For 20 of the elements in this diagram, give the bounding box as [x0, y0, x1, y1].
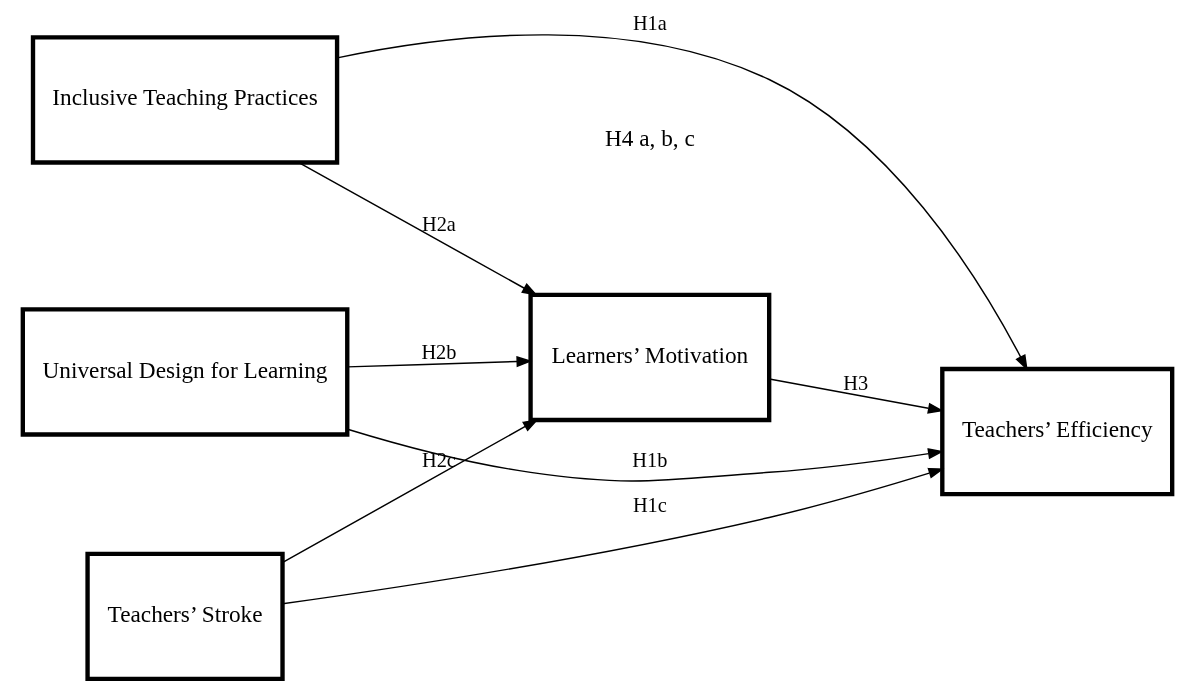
edge-label: H1a: [632, 12, 667, 35]
edge-label: H1b: [631, 448, 667, 471]
label: H4 a, b, c: [604, 125, 695, 152]
node-box: Teachers’ Stroke: [84, 551, 285, 682]
arrow: [768, 378, 944, 414]
arrow: [346, 355, 532, 368]
arrow: [346, 428, 944, 482]
node-box: Learners’ Motivation: [527, 292, 771, 423]
arrow: [336, 34, 1028, 371]
node-box: Teachers’ Efficiency: [939, 366, 1174, 497]
node-box: Inclusive Teaching Practices: [30, 35, 339, 165]
arrow: [281, 467, 944, 605]
edge-label: H3: [842, 371, 868, 394]
edge-label: H2b: [420, 341, 456, 364]
node-box: Universal Design for Learning: [20, 307, 349, 437]
edge-label: H1c: [632, 493, 667, 516]
edge-label: H2a: [421, 213, 456, 236]
arrow: [297, 161, 538, 296]
edge-label: H2c: [421, 448, 456, 471]
arrow: [281, 418, 539, 564]
